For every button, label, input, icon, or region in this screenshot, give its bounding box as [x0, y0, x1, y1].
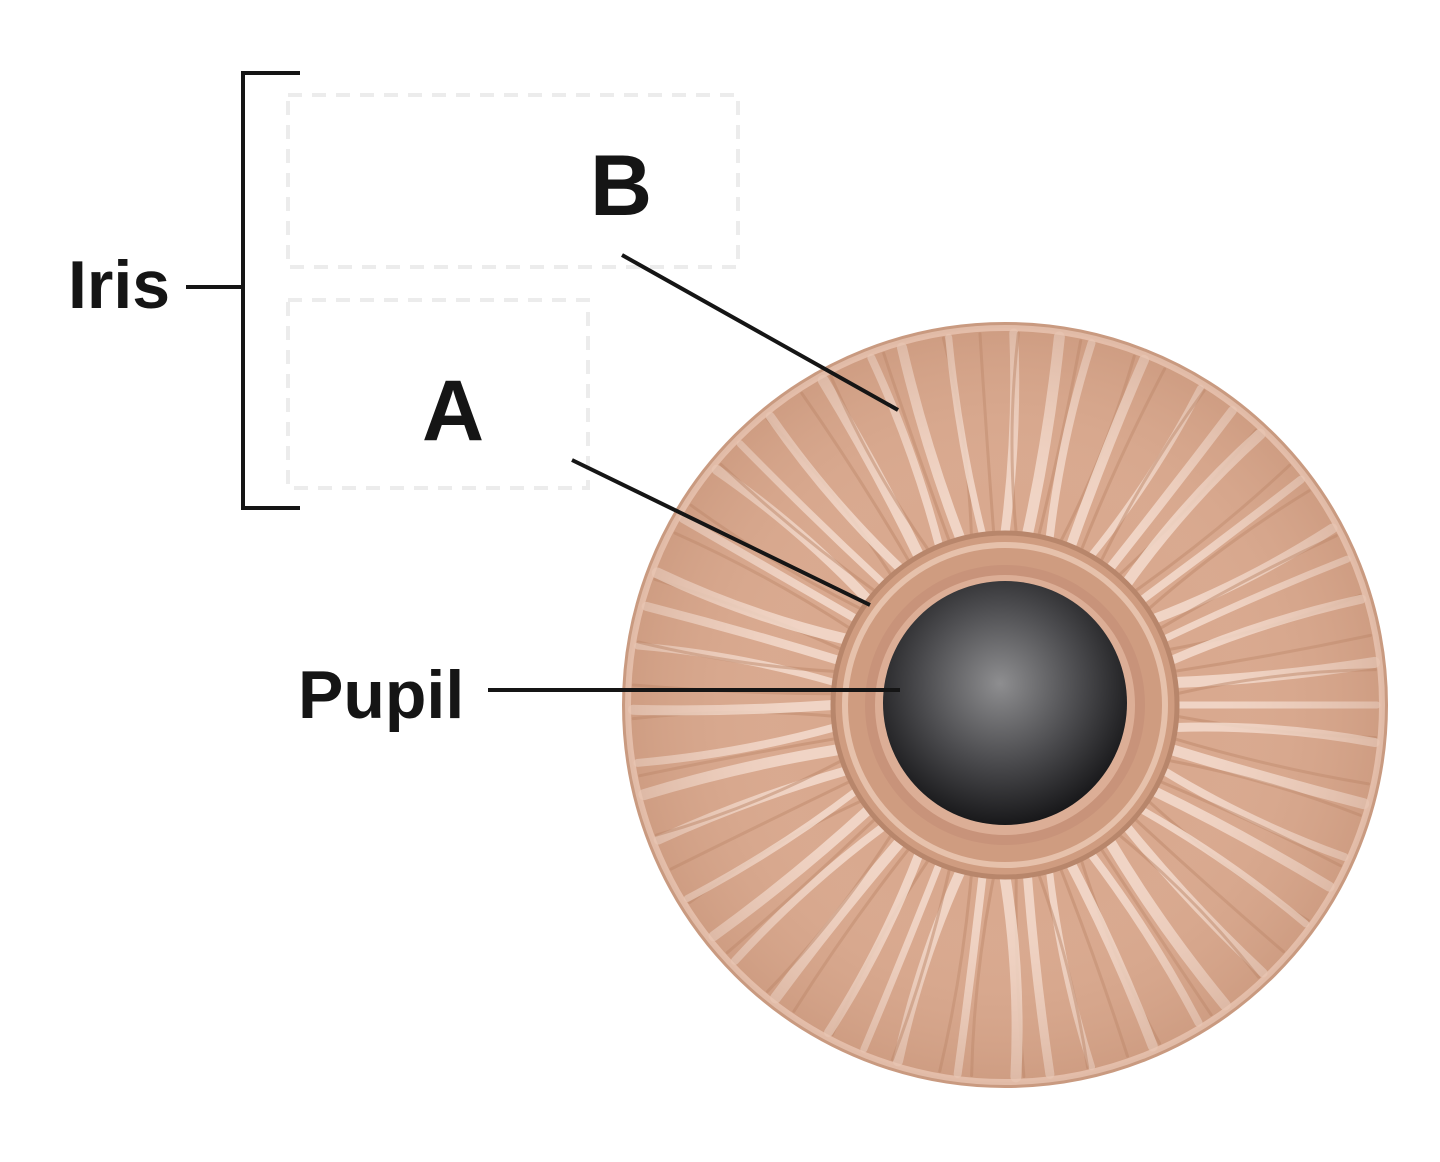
faint-label-box-bottom [286, 298, 590, 490]
faint-label-box-top [286, 93, 740, 269]
pupil-disc [883, 581, 1127, 825]
label-a: A [422, 363, 484, 459]
label-b: B [590, 138, 652, 234]
pupil-label: Pupil [298, 657, 464, 733]
iris-label: Iris [68, 247, 170, 323]
leader-line-a [571, 458, 871, 607]
leader-line-b [621, 253, 899, 412]
iris-bracket [186, 71, 300, 510]
